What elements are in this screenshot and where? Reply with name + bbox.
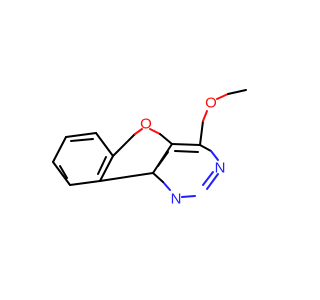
molecule-structure: O O N N [52,89,247,208]
furan-ring [99,128,173,182]
bond [227,89,247,95]
bond [152,172,164,183]
bond [134,128,143,135]
bond [202,110,208,122]
nitrogen-1-label: N [171,191,182,208]
bond [199,120,204,146]
benzene-ring [52,132,114,186]
bond [52,161,71,186]
bond [112,133,136,157]
methoxy-oxygen-label: O [205,95,217,112]
bond [171,143,201,146]
bond [65,132,97,138]
bond-double-inner [174,150,199,153]
furan-oxygen-label: O [140,116,152,133]
methoxy-group [199,89,247,146]
bond [210,150,219,161]
bond-double-inner [59,165,68,179]
nitrogen-3-label: N [215,160,226,177]
bond [69,180,101,186]
bond [216,93,229,100]
bond [99,155,114,182]
bond-double-inner [157,151,169,167]
bond [159,133,173,145]
bond-double-inner [97,156,107,175]
bond [162,181,171,191]
pyrimidine-ring [152,143,219,198]
bond-double-inner [202,171,214,186]
bond [52,136,67,163]
bond [149,128,161,135]
bond [199,144,212,152]
bond [99,172,154,182]
bond-double-inner [70,138,94,142]
bond [95,132,114,157]
bond [206,173,219,190]
bond [181,195,196,198]
